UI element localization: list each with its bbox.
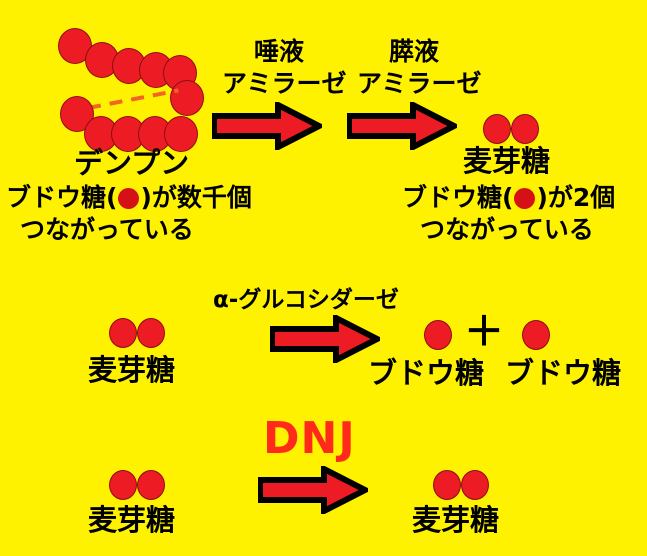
enzyme-label-salivary-amylase-line1: 唾液: [254, 37, 305, 66]
starch-desc-prefix: ブドウ糖(: [6, 183, 118, 212]
maltose-label-row2: 麦芽糖: [88, 353, 176, 387]
glucose-unit: [58, 28, 92, 64]
glucose-unit: [511, 114, 539, 144]
glucose-unit-product-b: [522, 320, 550, 350]
dnj-label: DNJ: [263, 413, 356, 464]
glucose-unit: [109, 318, 137, 348]
starch-molecule: [0, 0, 220, 160]
maltose-description-line1: ブドウ糖( )が2個: [402, 184, 615, 211]
maltose-molecule: [483, 114, 541, 144]
enzyme-label-salivary-amylase-line2: アミラーゼ: [222, 69, 347, 98]
starch-desc-suffix: )が数千個: [140, 183, 252, 212]
starch-description-line2: つながっている: [20, 215, 194, 244]
reaction-arrow-salivary-amylase: [212, 102, 322, 150]
starch-description-line1: ブドウ糖( )が数千個: [6, 184, 252, 211]
glucose-unit: [170, 80, 204, 116]
glucose-unit: [483, 114, 511, 144]
enzyme-label-alpha-glucosidase: α-グルコシダーゼ: [213, 287, 399, 313]
maltose-desc-prefix: ブドウ糖(: [402, 183, 514, 212]
glucose-unit-product-a: [424, 320, 452, 350]
reaction-arrow-alpha-glucosidase: [270, 315, 380, 363]
maltose-molecule-row3-product: [433, 470, 491, 500]
starch-label: デンプン: [74, 146, 190, 180]
glucose-unit: [109, 470, 137, 500]
maltose-molecule-row3: [109, 470, 167, 500]
maltose-label-row3-right: 麦芽糖: [412, 503, 500, 537]
maltose-label-row1: 麦芽糖: [463, 144, 551, 178]
glucose-unit: [433, 470, 461, 500]
glucose-dot-icon: [118, 188, 140, 209]
glucose-unit: [137, 470, 165, 500]
maltose-molecule-row2: [109, 318, 167, 348]
maltose-desc-suffix: )が2個: [536, 183, 616, 212]
glucose-label-a: ブドウ糖: [368, 356, 485, 390]
glucose-unit: [461, 470, 489, 500]
glucose-dot-icon: [514, 188, 536, 209]
reaction-arrow-dnj: [258, 466, 368, 514]
glucose-unit: [137, 318, 165, 348]
enzyme-label-pancreatic-amylase-line2: アミラーゼ: [357, 69, 482, 98]
maltose-label-row3-left: 麦芽糖: [88, 503, 176, 537]
glucose-label-b: ブドウ糖: [505, 356, 622, 390]
plus-operator: ＋: [464, 309, 504, 355]
glycosidic-bond-dashed: [87, 88, 179, 110]
reaction-arrow-pancreatic-amylase: [347, 102, 457, 150]
glucose-unit: [164, 116, 198, 152]
enzyme-label-pancreatic-amylase-line1: 膵液: [389, 37, 440, 66]
maltose-description-line2: つながっている: [420, 215, 594, 244]
